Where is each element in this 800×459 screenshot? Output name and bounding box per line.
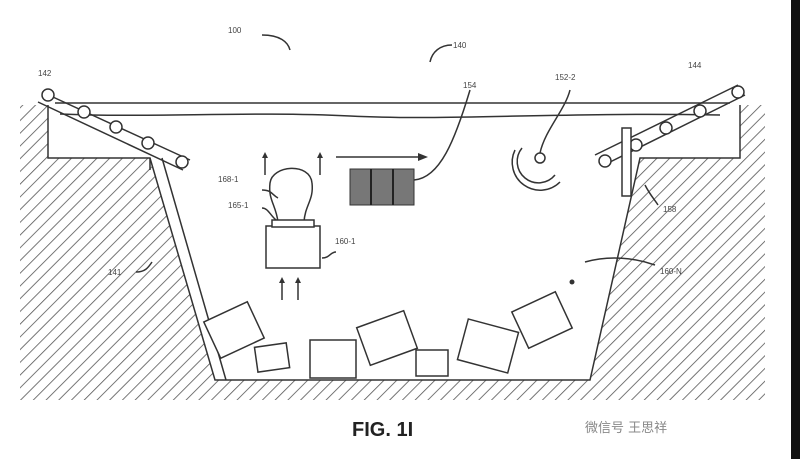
solar-panel (349, 168, 415, 206)
label-speaker: 152-2 (555, 73, 576, 82)
watermark: 微信号 王思祥 (585, 421, 667, 436)
label-right-conveyor: 144 (688, 61, 702, 70)
label-post: 158 (663, 205, 677, 214)
label-pit-wall: 141 (108, 268, 122, 277)
speaker (511, 89, 571, 191)
label-bulb-base: 165-1 (228, 201, 249, 210)
label-bulb: 168-1 (218, 175, 239, 184)
left-conveyor (37, 88, 191, 171)
ground-hatch (20, 105, 765, 400)
wire (59, 113, 721, 119)
edge-bar (791, 0, 800, 459)
figure-caption: FIG. 1I (352, 419, 413, 441)
packages (202, 290, 574, 379)
post (621, 127, 632, 197)
label-zone: 140 (453, 41, 467, 50)
label-system: 100 (228, 26, 242, 35)
right-conveyor (594, 84, 746, 168)
label-package: 160-1 (335, 237, 356, 246)
pit-outline (47, 105, 741, 381)
label-left-conveyor: 142 (38, 69, 52, 78)
label-packages-n: 160-N (660, 267, 682, 276)
label-solar-panel: 154 (463, 81, 477, 90)
bulb (262, 152, 323, 300)
